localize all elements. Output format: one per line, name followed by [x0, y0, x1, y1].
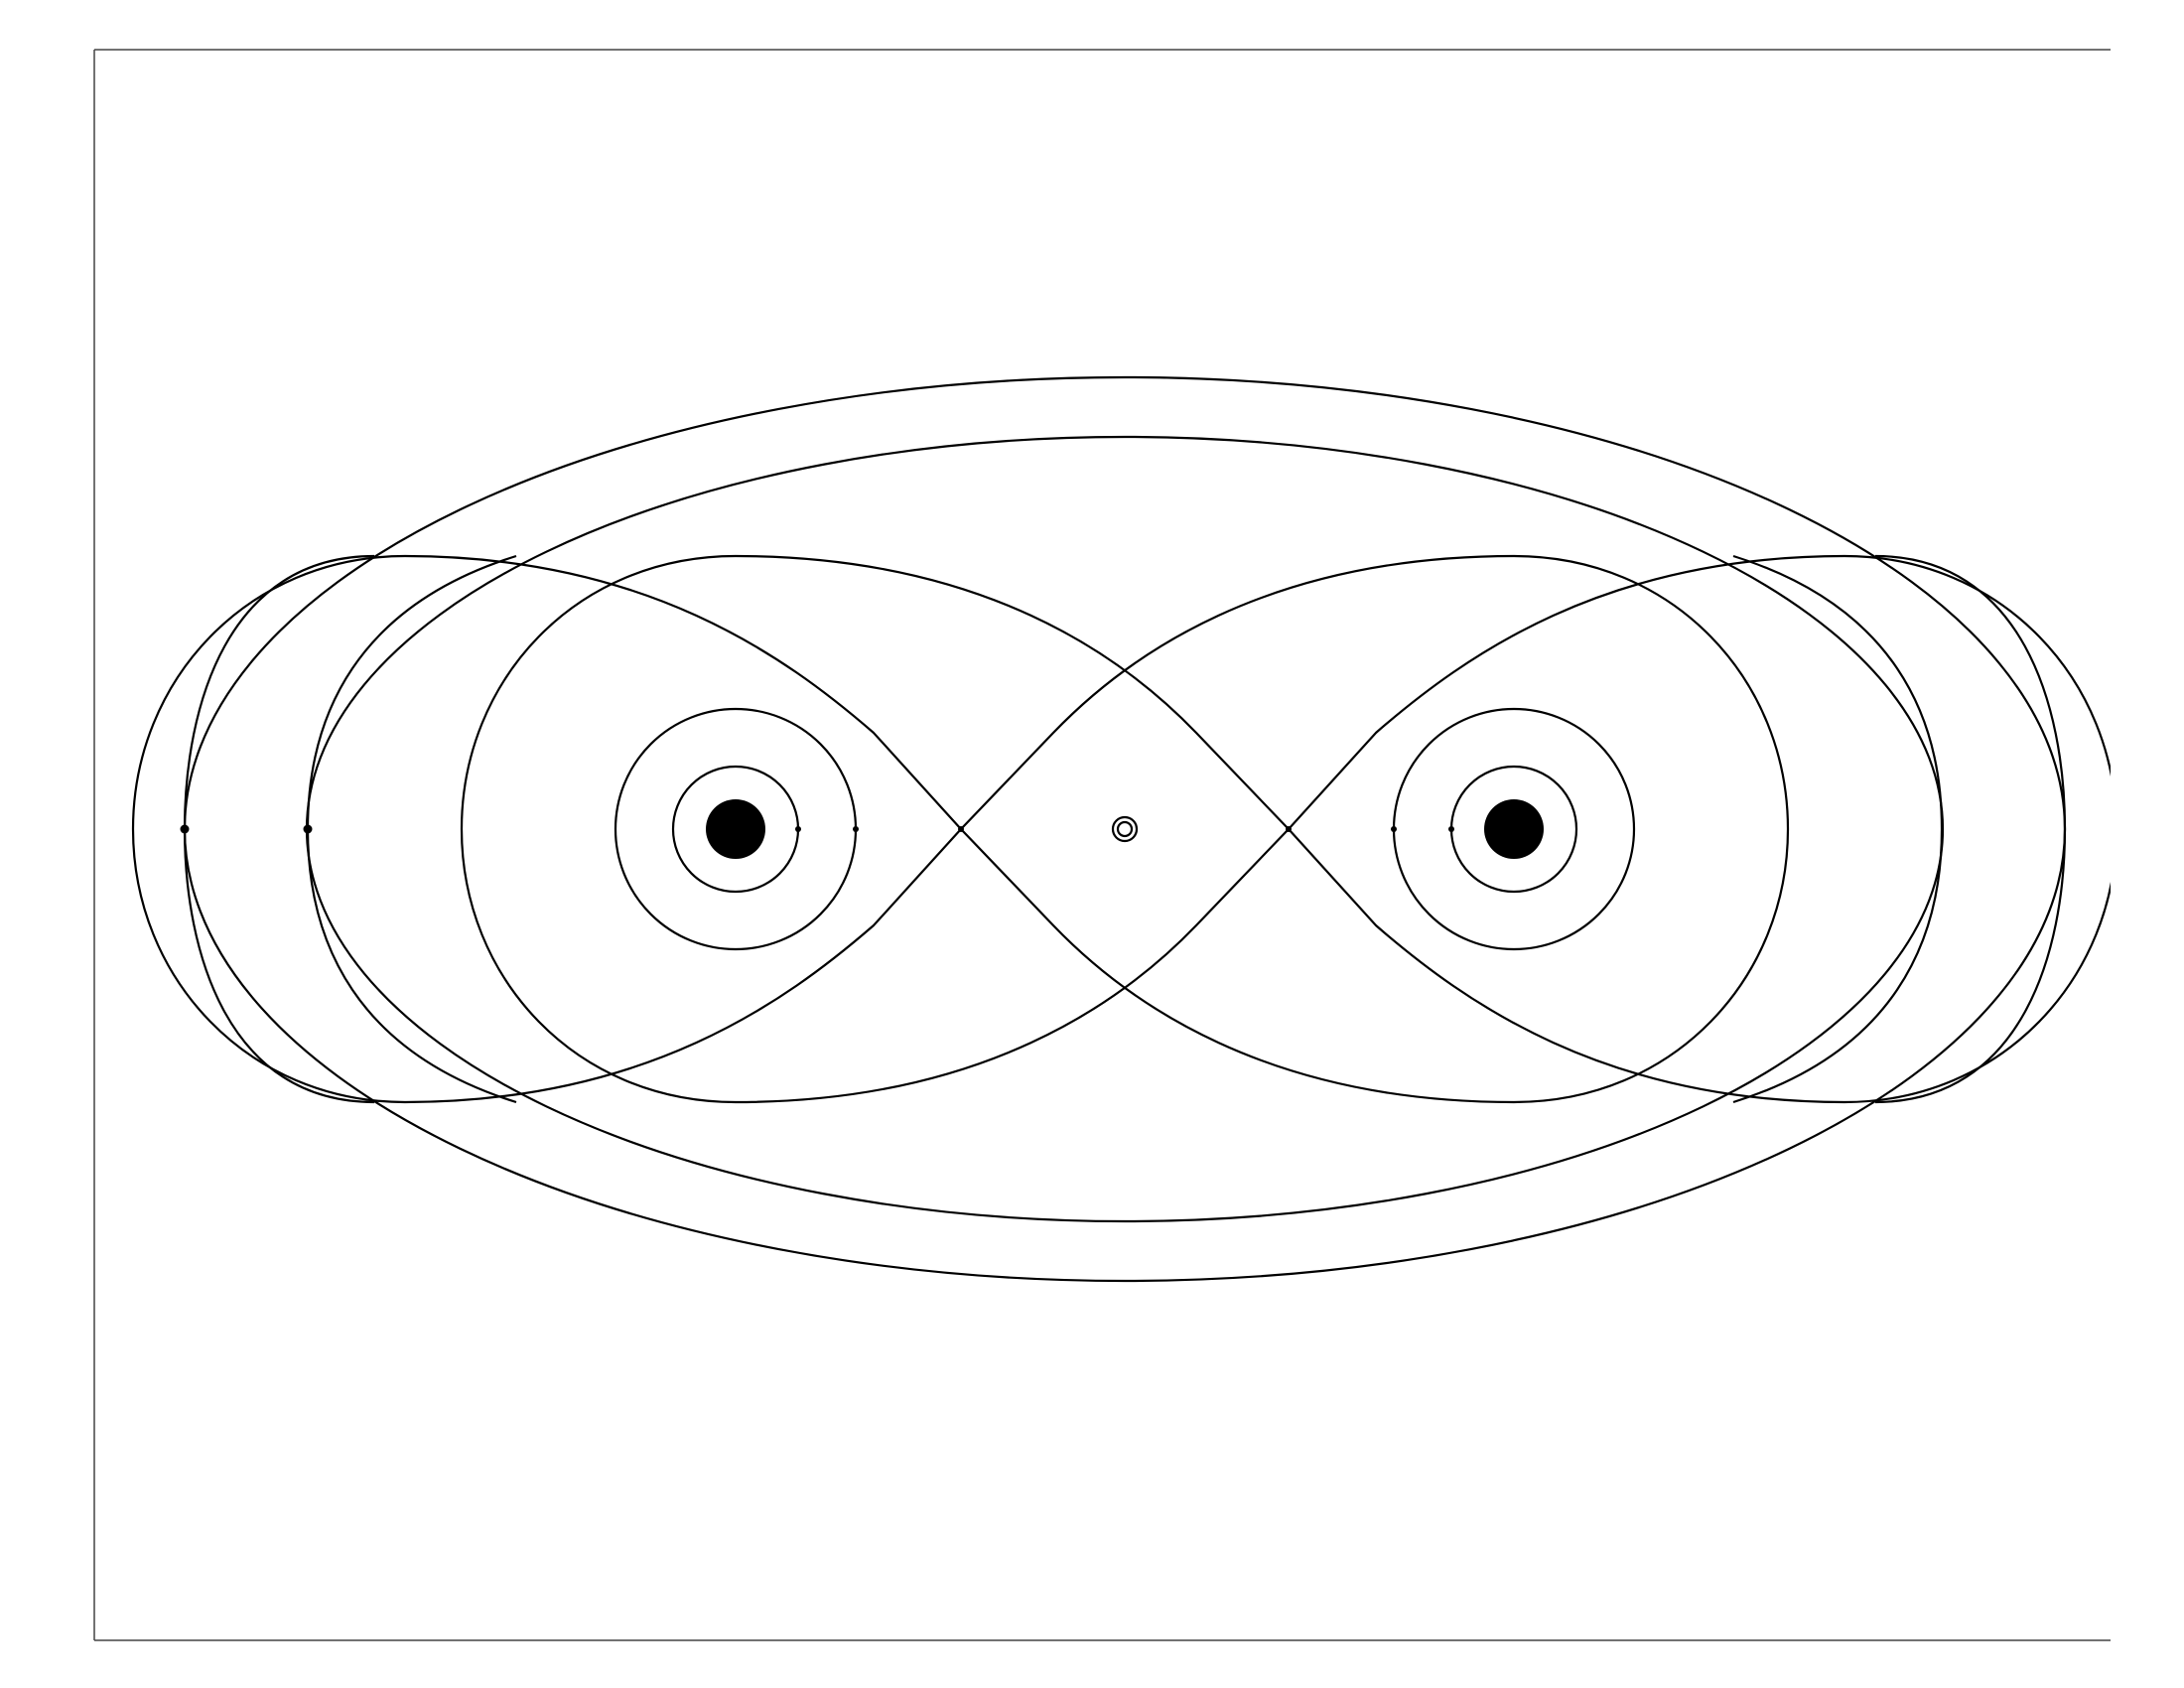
marker-left-crossing [958, 826, 964, 832]
marker-right-ring-inner [1448, 826, 1454, 832]
left-inner-lobe-curve [460, 554, 1291, 1104]
left-point-center [706, 799, 765, 859]
marker-right-ring-outer [1391, 826, 1397, 832]
right-point-center [1484, 799, 1544, 859]
contour-lines [131, 375, 2111, 1283]
marker-left-ring-inner [795, 826, 801, 832]
left-side-lobe-curve [131, 554, 963, 1104]
marker-left-ring-outer [853, 826, 859, 832]
right-inner-lobe-curve [959, 554, 1790, 1104]
marker-left-mid [303, 824, 313, 834]
marker-left-outer [180, 824, 190, 834]
central-small-ring-inner [1116, 820, 1134, 838]
right-side-lobe-curve [1287, 554, 2111, 1104]
plot-frame [93, 49, 2111, 1641]
central-small-ring-outer [1111, 815, 1139, 843]
left-wide-oval [183, 554, 375, 1104]
right-mid-oval [1732, 554, 1944, 1104]
outer-oval-medium [305, 435, 1945, 1223]
marker-right-crossing [1286, 826, 1292, 832]
outer-oval-large [183, 375, 2067, 1283]
right-wide-oval [1874, 554, 2067, 1104]
